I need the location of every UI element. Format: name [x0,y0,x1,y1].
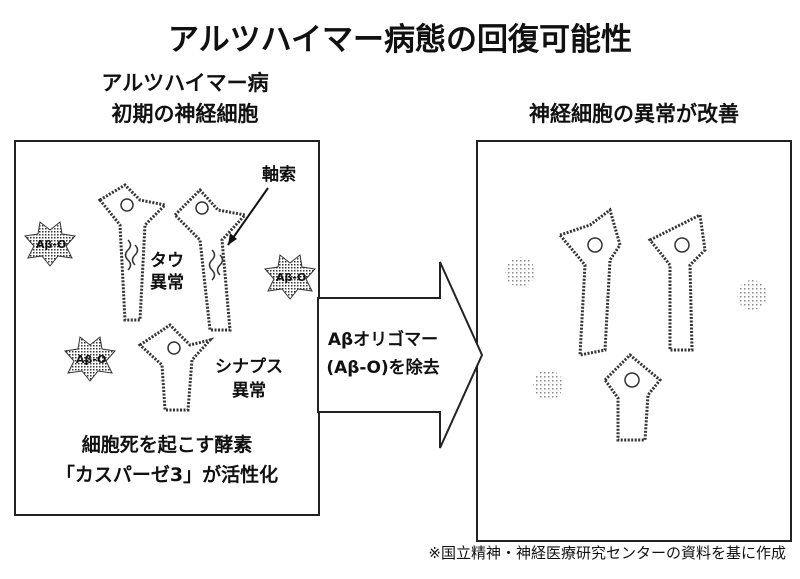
abeta-label: Aβ-O [36,238,67,251]
left-heading-line1: アルツハイマー病 [101,71,269,95]
left-heading: アルツハイマー病 初期の神経細胞 [40,68,330,130]
synapse-label: シナプス 異常 [215,355,283,403]
caspase-line2: 「カスパーゼ3」が活性化 [55,464,279,486]
synapse-label-line2: 異常 [232,381,266,401]
cleared-abeta [505,257,767,400]
arrow-label-line2: (Aβ-O)を除去 [326,358,440,378]
arrow-label-line1: Aβオリゴマー [327,330,439,350]
right-panel [476,140,792,542]
tau-label: タウ 異常 [150,250,184,294]
axon-label: 軸索 [262,165,296,185]
left-heading-line2: 初期の神経細胞 [111,102,259,126]
page-title: アルツハイマー病態の回復可能性 [167,22,633,58]
removal-arrow [317,261,484,449]
tau-label-line2: 異常 [150,273,184,293]
abeta-label: Aβ-O [76,353,107,366]
caspase-line1: 細胞死を起こす酵素 [81,434,253,456]
source-footnote: ※国立精神・神経医療研究センターの資料を基に作成 [428,544,786,562]
synapse-label-line1: シナプス [215,357,283,377]
neuron [97,183,248,412]
abeta-label: Aβ-O [276,271,307,284]
caspase-caption: 細胞死を起こす酵素 「カスパーゼ3」が活性化 [16,430,318,490]
healthy-neuron [557,207,707,442]
abeta-oligomer [24,221,316,382]
tau-label-line1: タウ [150,251,184,271]
right-heading: 神経細胞の異常が改善 [529,102,739,126]
arrow-label: Aβオリゴマー (Aβ-O)を除去 [318,326,448,382]
